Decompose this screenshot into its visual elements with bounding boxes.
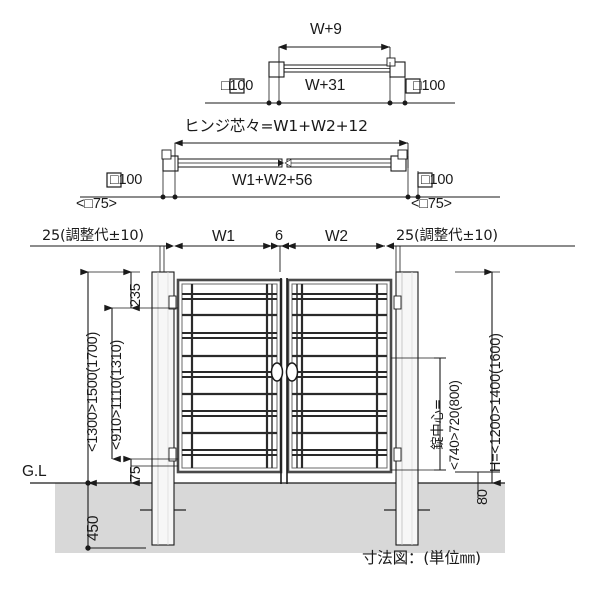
lock-center-label: 錠中心= <box>430 398 446 450</box>
width-dimension-row <box>30 242 575 272</box>
plan-top-inner-dim: W+31 <box>305 77 346 94</box>
height-panel-left: <910>1110(1310) <box>109 339 125 450</box>
width-left-margin: 25(調整代±10) <box>42 228 144 244</box>
gate-lock-handles <box>270 362 299 382</box>
plan-middle-inner-dim: W1+W2+56 <box>232 172 313 189</box>
plan-top-overall-dim: W+9 <box>310 21 342 38</box>
elevation-view <box>30 271 505 553</box>
width-leaf-right: W2 <box>325 228 348 245</box>
lock-center-value: <740>720(800) <box>447 380 462 470</box>
height-dimensions-left <box>80 268 178 551</box>
gate-leaf-right <box>286 278 393 474</box>
plan-middle-post-left-label: □100 <box>110 172 143 188</box>
plan-top-post-left-label: □100 <box>221 78 254 94</box>
plan-top-post-right-label: □100 <box>413 78 446 94</box>
plan-view-top <box>205 43 455 106</box>
plan-middle-post-alt-left: <□75> <box>76 196 117 212</box>
plan-view-middle <box>80 139 500 200</box>
width-right-margin: 25(調整代±10) <box>396 228 498 244</box>
width-gap: 6 <box>275 228 283 244</box>
post-right <box>384 271 430 546</box>
plan-middle-post-alt-right: <□75> <box>411 196 452 212</box>
height-top-panel: 235 <box>128 283 144 307</box>
height-overall-right: H=<1200>1400(1600) <box>488 333 504 472</box>
width-leaf-left: W1 <box>212 228 235 245</box>
gate-leaf-left <box>176 278 283 474</box>
drawing-caption: 寸法図：(単位㎜) <box>362 549 481 567</box>
height-dimensions-right <box>391 268 501 498</box>
plan-middle-post-right-label: □100 <box>421 172 454 188</box>
ground-fill <box>55 483 505 553</box>
ground-clearance: 80 <box>475 489 491 505</box>
height-total-left: <1300>1500(1700) <box>85 331 101 452</box>
height-bottom-gap: 75 <box>128 466 144 482</box>
ground-line-label: G.L <box>22 463 47 480</box>
height-buried-depth: 450 <box>85 515 102 541</box>
post-left <box>140 271 186 546</box>
hinge-center-dim: ヒンジ芯々=W1+W2+12 <box>184 117 368 135</box>
